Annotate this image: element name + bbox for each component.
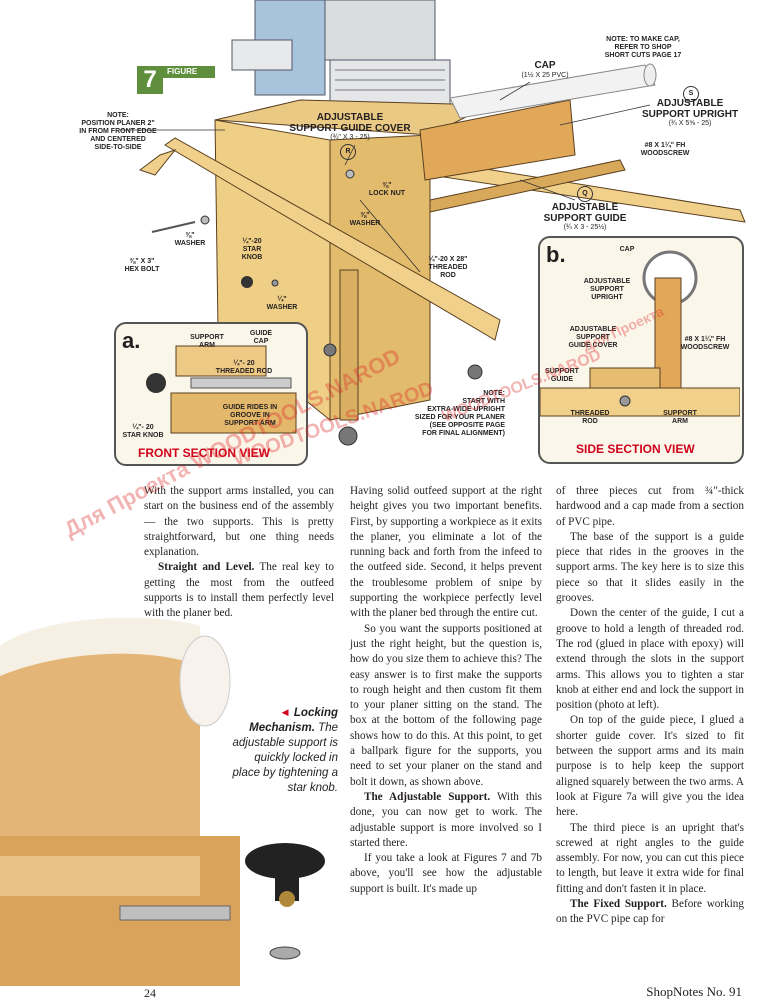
note-start-wide: NOTE: START WITH EXTRA-WIDE UPRIGHT SIZE… (414, 390, 505, 437)
inset-b-letter: b. (546, 242, 566, 267)
inset-b-threaded-rod: THREADED ROD (570, 410, 610, 425)
magazine-issue: ShopNotes No. 91 (646, 984, 742, 999)
label-support-guide-cover: ADJUSTABLE SUPPORT GUIDE COVER (289, 112, 411, 134)
label-washer-small: ⅜" WASHER (349, 212, 381, 227)
locking-mechanism-photo (0, 617, 325, 986)
label-support-upright: ADJUSTABLE SUPPORT UPRIGHT (641, 98, 739, 120)
inset-b-support-upright: ADJUSTABLE SUPPORT UPRIGHT (583, 278, 631, 301)
figure-label: FIGURE (163, 66, 215, 78)
inset-b-cap: CAP (619, 246, 635, 253)
label-washer-left: ⅜" WASHER (174, 232, 206, 247)
inset-a-threaded-rod: ¼"- 20 THREADED ROD (215, 360, 273, 375)
label-woodscrew: #8 x 1¼" Fh WOODSCREW (640, 142, 690, 157)
inset-a-guide-rides: GUIDE RIDES IN GROOVE IN SUPPORT ARM (222, 404, 278, 427)
col2-paragraph-2: So you want the supports positioned at j… (350, 622, 542, 788)
heading-adjustable-support: The Adjustable Support. (364, 790, 491, 803)
col1-paragraph-2-text: The real key to getting the most from th… (144, 561, 334, 620)
text-column-1: With the support arms installed, you can… (144, 484, 334, 622)
label-support-guide-cover-dim: (¾" x 3 - 25) (330, 134, 370, 141)
col2-paragraph-4: If you take a look at Figures 7 and 7b a… (350, 852, 542, 895)
inset-a-front-section: a. SUPPORT ARM GUIDE CAP ¼"- 20 THREADED… (114, 322, 308, 466)
inset-a-support-arm: SUPPORT ARM (190, 334, 224, 349)
label-threaded-rod: ¼"-20 x 28" THREADED ROD (428, 256, 468, 279)
circle-q: Q (577, 186, 593, 202)
heading-fixed-support: The Fixed Support. (570, 898, 667, 911)
label-cap: CAP (534, 60, 556, 71)
caption-title: Locking Mechanism. (249, 707, 338, 734)
col3-paragraph-4: On top of the guide piece, I glued a sho… (556, 714, 744, 819)
caption-arrow-icon: ◄ (279, 707, 294, 719)
figure-7: 7 FIGURE NOTE: POSITION PLANER 2" IN FRO… (0, 0, 768, 478)
circle-s: S (683, 86, 699, 102)
label-support-guide-dim: (¾ x 3 - 25½) (563, 224, 607, 231)
photo-caption: ◄ Locking Mechanism. The adjustable supp… (232, 706, 339, 796)
label-star-knob: ¼"-20 STAR KNOB (241, 238, 263, 261)
inset-b-woodscrew: #8 x 1¼" Fh WOODSCREW (680, 336, 730, 351)
col2-paragraph-3-text: With this done, you can now get to work.… (350, 790, 542, 849)
note-position-planer: NOTE: POSITION PLANER 2" IN FROM FRONT E… (79, 112, 157, 151)
label-lock-nut: ⅜" LOCK NUT (368, 182, 406, 197)
inset-b-support-arm: SUPPORT ARM (663, 410, 697, 425)
label-hex-bolt: ⅜" x 3" HEX BOLT (124, 258, 160, 273)
page-number: 24 (144, 986, 156, 1000)
inset-b-support-guide: SUPPORT GUIDE (545, 368, 579, 383)
col1-paragraph-2: Straight and Level. The real key to gett… (144, 560, 334, 621)
label-washer-quarter: ¼" WASHER (266, 296, 298, 311)
col3-paragraph-6-text: Before working on the PVC pipe cap for (556, 898, 744, 926)
inset-a-guide-cap: GUIDE CAP (249, 330, 273, 345)
inset-a-star-knob: ¼"- 20 STAR KNOB (122, 424, 164, 439)
col3-paragraph-2: The base of the support is a guide piece… (556, 530, 744, 605)
inset-b-side-section: b. CAP ADJUSTABLE SUPPORT UPRIGHT ADJUST… (538, 236, 744, 464)
heading-straight-level: Straight and Level. (158, 561, 255, 574)
figure-number-badge: 7 (137, 66, 163, 94)
col1-paragraph-1: With the support arms installed, you can… (144, 485, 334, 559)
col3-paragraph-3: Down the center of the guide, I cut a gr… (556, 607, 744, 712)
inset-a-letter: a. (122, 328, 141, 353)
side-section-view-title: SIDE SECTION VIEW (576, 442, 695, 456)
col3-paragraph-5: The third piece is an upright that's scr… (556, 821, 744, 895)
col2-paragraph-1: Having solid outfeed support at the righ… (350, 485, 542, 620)
text-column-2: Having solid outfeed support at the righ… (350, 484, 542, 897)
circle-r: R (340, 144, 356, 160)
label-support-upright-dim: (¾ x 5⅝ - 25) (668, 120, 712, 127)
label-cap-dim: (1½ x 25 PVC) (521, 72, 569, 79)
col3-paragraph-1: of three pieces cut from ¾"-thick hardwo… (556, 485, 744, 528)
text-column-3: of three pieces cut from ¾"-thick hardwo… (556, 484, 744, 928)
front-section-drawing (146, 345, 297, 434)
col3-paragraph-6: The Fixed Support. Before working on the… (556, 897, 744, 928)
front-section-view-title: FRONT SECTION VIEW (138, 446, 270, 460)
note-cap: NOTE: TO MAKE CAP, REFER TO SHOP SHORT C… (604, 36, 682, 59)
col2-paragraph-3: The Adjustable Support. With this done, … (350, 790, 542, 851)
inset-b-guide-cover: ADJUSTABLE SUPPORT GUIDE COVER (568, 326, 618, 349)
side-section-drawing (540, 250, 740, 417)
star-knob-photo (245, 843, 325, 960)
caption-body: The adjustable support is quickly locked… (232, 722, 339, 794)
label-support-guide: ADJUSTABLE SUPPORT GUIDE (543, 202, 627, 224)
